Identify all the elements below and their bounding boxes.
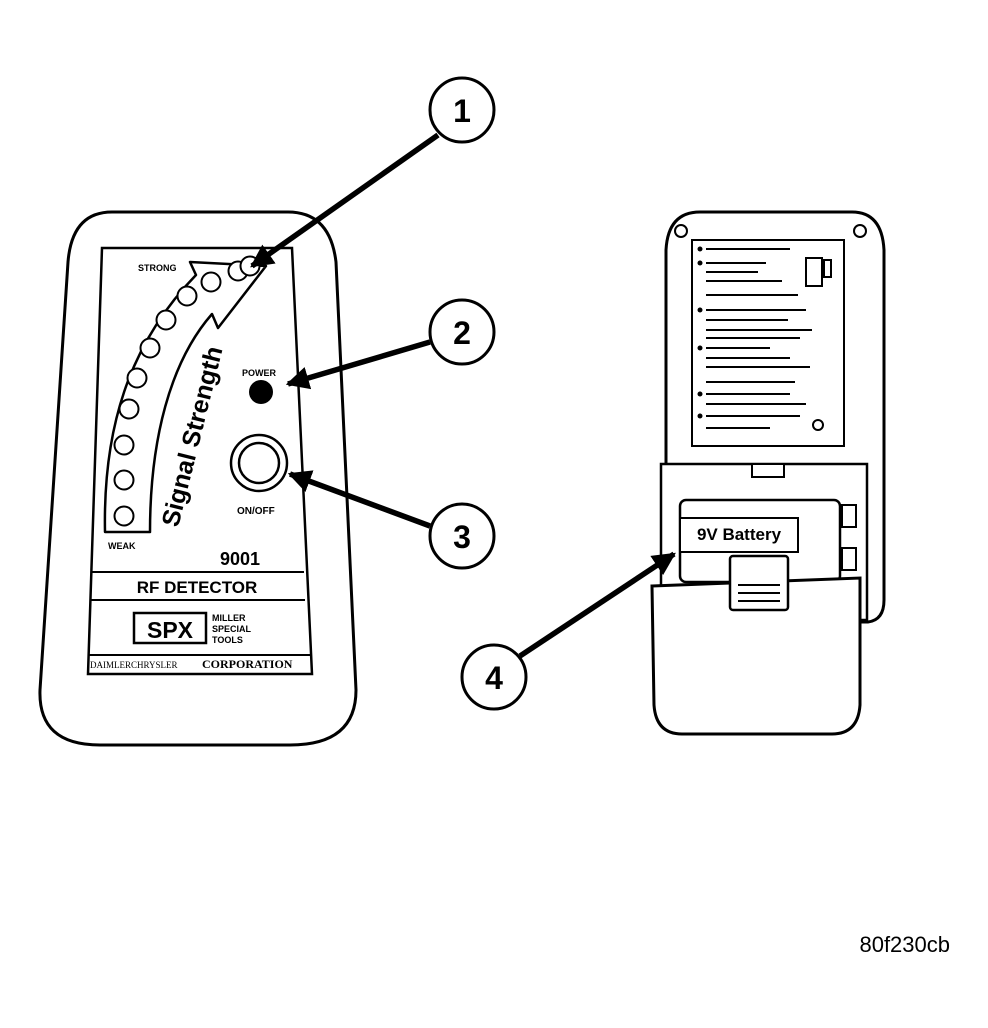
label-barcode-box: [805, 257, 823, 287]
brand-line-3: TOOLS: [212, 635, 243, 645]
brand-line-2: SPECIAL: [212, 624, 252, 634]
label-bullet: [697, 413, 703, 419]
on-off-label: ON/OFF: [237, 506, 275, 517]
signal-led: [176, 285, 198, 307]
signal-led: [126, 367, 148, 389]
front-view: STRONG WEAK Signal Strength POWER ON/OFF…: [38, 210, 358, 747]
screw-hole: [853, 224, 867, 238]
callout-number-4: 4: [485, 660, 503, 696]
battery-terminal: [841, 547, 857, 571]
battery-label: 9V Battery: [697, 525, 782, 544]
callout-number-1: 1: [453, 93, 471, 129]
battery-door[interactable]: [650, 576, 862, 736]
signal-led: [139, 337, 161, 359]
label-bullet: [697, 307, 703, 313]
battery-terminal: [841, 504, 857, 528]
signal-led: [113, 434, 135, 456]
signal-led: [118, 398, 140, 420]
callout-circle-3: [428, 502, 496, 570]
callout-arrow-4: [518, 551, 676, 659]
callout-arrow-1: [250, 132, 440, 269]
label-mark: [812, 419, 824, 431]
callout-number-3: 3: [453, 519, 471, 555]
signal-led: [113, 505, 135, 527]
signal-led: [113, 469, 135, 491]
device-title: RF DETECTOR: [137, 578, 258, 597]
signal-led: [200, 271, 222, 293]
label-bullet: [697, 260, 703, 266]
label-text-lines: [697, 246, 812, 429]
spx-logo: SPX: [147, 617, 194, 643]
maker-left: DAIMLERCHRYSLER: [90, 660, 178, 670]
label-bullet: [697, 391, 703, 397]
brand-line-1: MILLER: [212, 613, 246, 623]
weak-label: WEAK: [108, 541, 136, 551]
callout-arrow-2: [285, 339, 431, 390]
maker-right: CORPORATION: [202, 657, 293, 671]
callout-arrow-3: [287, 470, 431, 529]
compartment-latch: [751, 463, 785, 478]
callouts: 1 2 3 4: [250, 76, 676, 711]
figure-reference: 80f230cb: [859, 932, 950, 957]
label-bullet: [697, 246, 703, 252]
callout-number-2: 2: [453, 315, 471, 351]
callout-circle-2: [428, 298, 496, 366]
model-number: 9001: [220, 549, 260, 569]
battery-door-tab[interactable]: [728, 554, 790, 612]
label-bullet: [697, 345, 703, 351]
spx-logo-box: [132, 611, 208, 645]
battery-label-band: [679, 517, 799, 553]
label-barcode-mark: [823, 259, 832, 278]
on-off-button[interactable]: [237, 441, 281, 485]
callout-circle-1: [428, 76, 496, 144]
power-indicator-light: [249, 380, 273, 404]
power-label: POWER: [242, 368, 277, 378]
strong-label: STRONG: [138, 263, 177, 273]
led-array: [113, 255, 261, 527]
screw-hole: [674, 224, 688, 238]
back-view: 9V Battery: [650, 210, 886, 736]
callout-circle-4: [460, 643, 528, 711]
signal-led: [155, 309, 177, 331]
